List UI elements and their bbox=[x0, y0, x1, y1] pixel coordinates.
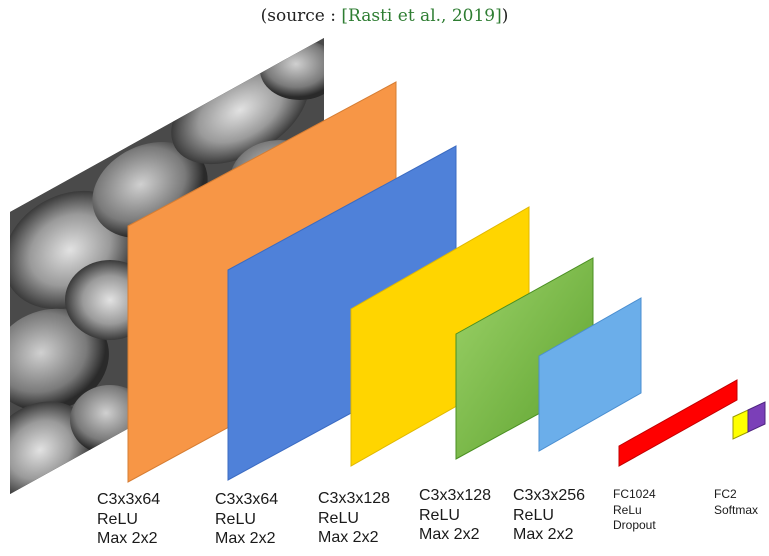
layer-6-line-1: FC1024 bbox=[613, 487, 656, 501]
layer-2-line-1: C3x3x64 bbox=[215, 491, 279, 508]
layer-1-line-1: C3x3x64 bbox=[97, 491, 161, 508]
conv-layer-5 bbox=[538, 297, 642, 452]
layer-7-line-2: Softmax bbox=[714, 502, 759, 517]
layer-5-line-3: Max 2x2 bbox=[513, 526, 574, 544]
layer-label-5: C3x3x256 ReLU Max 2x2 bbox=[513, 486, 585, 545]
layer-3-line-1: C3x3x128 bbox=[318, 490, 391, 507]
layer-6-line-3: Dropout bbox=[613, 518, 656, 533]
layer-label-4: C3x3x128 ReLU Max 2x2 bbox=[419, 486, 491, 545]
layer-label-6: FC1024 ReLu Dropout bbox=[613, 487, 656, 534]
layer-label-1: C3x3x64 ReLU Max 2x2 bbox=[97, 490, 160, 549]
layer-1-line-2: ReLU bbox=[97, 510, 138, 528]
layer-7-line-1: FC2 bbox=[714, 487, 737, 501]
figure-caption: (source : [Rasti et al., 2019]) bbox=[0, 6, 769, 26]
layer-4-line-1: C3x3x128 bbox=[419, 487, 492, 504]
layer-4-line-2: ReLU bbox=[419, 506, 460, 524]
caption-prefix: (source : bbox=[260, 6, 342, 26]
layer-5-line-1: C3x3x256 bbox=[513, 487, 586, 504]
fc2-unit-1 bbox=[732, 409, 749, 440]
layer-2-line-2: ReLU bbox=[215, 510, 256, 528]
layer-label-7: FC2 Softmax bbox=[714, 487, 758, 518]
layer-5-line-2: ReLU bbox=[513, 506, 554, 524]
caption-suffix: ) bbox=[501, 6, 509, 26]
layer-3-line-3: Max 2x2 bbox=[318, 529, 379, 547]
fc1024-layer bbox=[618, 379, 738, 467]
layer-3-line-2: ReLU bbox=[318, 509, 359, 527]
layer-4-line-3: Max 2x2 bbox=[419, 526, 480, 544]
layer-2-line-3: Max 2x2 bbox=[215, 530, 276, 548]
layer-1-line-3: Max 2x2 bbox=[97, 530, 158, 548]
caption-citation: [Rasti et al., 2019] bbox=[341, 6, 502, 26]
layer-label-2: C3x3x64 ReLU Max 2x2 bbox=[215, 490, 278, 549]
layer-label-3: C3x3x128 ReLU Max 2x2 bbox=[318, 489, 390, 548]
layer-6-line-2: ReLu bbox=[613, 502, 642, 517]
fc2-unit-2 bbox=[747, 401, 766, 433]
